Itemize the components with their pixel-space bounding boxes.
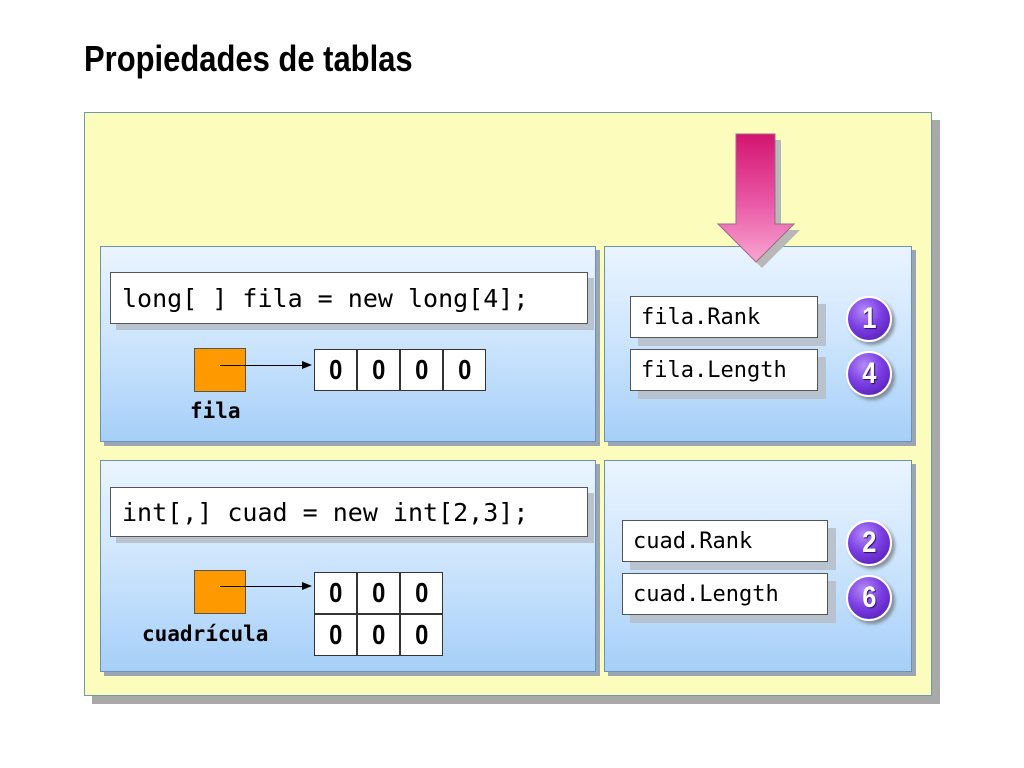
grid-length-property: cuad.Length xyxy=(622,573,828,615)
grid-rank-value-badge: 2 xyxy=(846,520,892,566)
grid-array-code: int[,] cuad = new int[2,3]; xyxy=(110,487,588,537)
row-properties-panel xyxy=(604,246,912,442)
grid-rank-property: cuad.Rank xyxy=(622,520,828,562)
row-length-property: fila.Length xyxy=(630,349,818,391)
grid-length-value: 6 xyxy=(861,581,877,614)
grid-array-cell: 0 xyxy=(400,572,443,614)
grid-array-cell: 0 xyxy=(357,614,400,656)
row-reference-arrow-head xyxy=(302,361,312,369)
grid-array-cell: 0 xyxy=(314,614,357,656)
row-array-cell: 0 xyxy=(357,349,400,391)
grid-variable-label: cuadrícula xyxy=(142,622,269,646)
row-rank-property: fila.Rank xyxy=(630,296,818,338)
row-length-value: 4 xyxy=(861,357,877,390)
grid-array-cell: 0 xyxy=(357,572,400,614)
row-array-cell: 0 xyxy=(443,349,486,391)
row-array-cell: 0 xyxy=(400,349,443,391)
grid-rank-value: 2 xyxy=(861,526,877,559)
row-variable-label: fila xyxy=(190,399,241,423)
row-array-code: long[ ] fila = new long[4]; xyxy=(110,272,588,324)
row-reference-arrow xyxy=(220,365,304,366)
row-array-cell: 0 xyxy=(314,349,357,391)
grid-reference-arrow-head xyxy=(302,582,312,590)
row-variable-box xyxy=(194,348,246,392)
row-length-value-badge: 4 xyxy=(846,351,892,397)
grid-reference-arrow xyxy=(220,586,304,587)
grid-properties-panel xyxy=(604,460,912,672)
grid-variable-box xyxy=(194,570,246,614)
down-arrow-icon xyxy=(716,133,800,268)
page-title: Propiedades de tablas xyxy=(84,38,413,79)
grid-length-value-badge: 6 xyxy=(846,575,892,621)
grid-array-cell: 0 xyxy=(314,572,357,614)
grid-array-cell: 0 xyxy=(400,614,443,656)
row-rank-value: 1 xyxy=(861,302,877,335)
row-rank-value-badge: 1 xyxy=(846,296,892,342)
